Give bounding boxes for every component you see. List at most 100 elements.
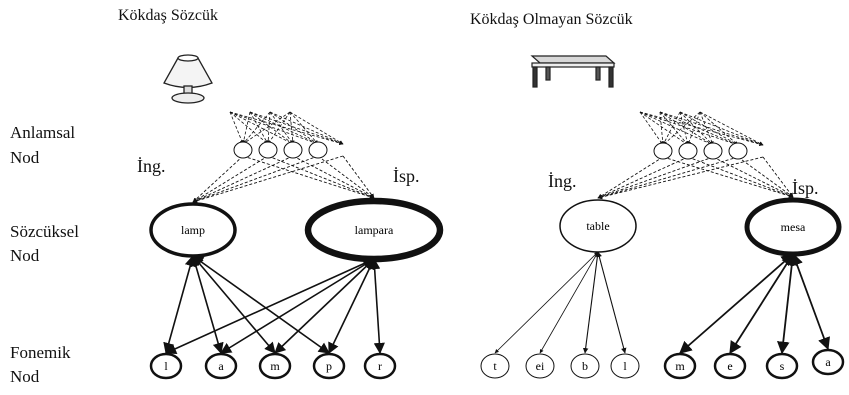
- english-label-noncognate: İng.: [548, 171, 577, 191]
- cognate-title: Kökdaş Sözcük: [118, 7, 218, 24]
- connection-arrow: [229, 111, 319, 145]
- connection-arrow: [267, 155, 375, 199]
- connection-arrow: [269, 111, 344, 145]
- english-label-cognate: İng.: [137, 156, 166, 176]
- connection-arrow: [659, 111, 739, 146]
- connection-arrow: [249, 111, 294, 145]
- phoneme-node-m: m: [258, 352, 292, 380]
- phoneme-node-p: p: [312, 352, 346, 380]
- connection-arrow: [192, 155, 294, 203]
- connection-arrow: [699, 111, 714, 146]
- lexical-node-lamp-label: lamp: [181, 223, 205, 237]
- connection-arrow: [699, 111, 764, 146]
- phoneme-node-t-label: t: [493, 359, 497, 373]
- connection-arrow: [659, 111, 689, 146]
- phoneme-node-t: t: [480, 353, 510, 379]
- connection-arrow: [192, 255, 330, 354]
- connection-arrow: [163, 254, 196, 355]
- connection-arrow: [328, 257, 375, 355]
- phonemic-level-label-1: Fonemik: [10, 343, 71, 362]
- connection-arrow: [679, 111, 690, 146]
- connection-arrow: [679, 111, 714, 146]
- connection-arrow: [679, 111, 764, 146]
- connection-arrow: [289, 111, 344, 145]
- connection-arrow: [289, 111, 295, 145]
- phoneme-node-l-label: l: [164, 359, 168, 373]
- connection-arrow: [659, 111, 764, 146]
- lexical-node-lampara: lampara: [304, 197, 444, 263]
- connection-arrow: [192, 155, 244, 203]
- connection-arrow: [699, 111, 739, 146]
- lexical-node-lamp: lamp: [149, 202, 237, 258]
- connection-arrow: [292, 155, 375, 199]
- lexical-node-mesa: mesa: [744, 197, 842, 257]
- phoneme-node-a-label: a: [218, 359, 224, 373]
- phoneme-node-e-label: e: [727, 359, 732, 373]
- phoneme-node-r: r: [363, 352, 397, 380]
- phoneme-node-a: a: [811, 348, 845, 376]
- phoneme-node-e: e: [713, 352, 747, 380]
- phoneme-node-ei-label: ei: [536, 359, 545, 373]
- semantic-node: [233, 141, 253, 159]
- connection-arrow: [582, 251, 601, 354]
- phoneme-node-ei: ei: [525, 353, 555, 379]
- lexical-level-label-2: Nod: [10, 246, 40, 265]
- connection-arrow: [539, 251, 599, 354]
- connection-arrow: [687, 111, 701, 146]
- connection-arrow: [229, 111, 244, 145]
- connection-arrow: [639, 111, 739, 146]
- connection-arrow: [229, 111, 294, 145]
- connection-arrow: [679, 253, 794, 354]
- connection-arrow: [229, 111, 344, 145]
- phoneme-node-b: b: [570, 353, 600, 379]
- phoneme-node-a-label: a: [825, 355, 831, 369]
- connection-arrow: [229, 111, 269, 145]
- connection-arrow: [597, 156, 714, 199]
- connection-arrow: [274, 258, 375, 354]
- semantic-node: [308, 141, 328, 159]
- connection-arrow: [596, 251, 627, 354]
- phoneme-node-a: a: [204, 352, 238, 380]
- phoneme-node-s: s: [765, 352, 799, 380]
- noncognate-title: Kökdaş Olmayan Sözcük: [470, 11, 633, 28]
- connection-arrow: [639, 111, 664, 146]
- connection-arrow: [679, 111, 739, 146]
- phoneme-node-l-label: l: [623, 359, 627, 373]
- connection-arrow: [659, 111, 714, 146]
- connection-arrow: [737, 156, 794, 198]
- phoneme-node-r-label: r: [378, 359, 382, 373]
- phoneme-node-l: l: [610, 353, 640, 379]
- phoneme-node-p-label: p: [326, 359, 332, 373]
- connection-arrow: [762, 156, 794, 198]
- connection-arrow: [192, 155, 344, 203]
- connection-arrow: [317, 155, 375, 199]
- connection-arrow: [242, 111, 271, 145]
- phoneme-node-s-label: s: [780, 359, 785, 373]
- connection-arrow: [659, 111, 665, 146]
- connection-arrow: [266, 111, 271, 145]
- phoneme-node-m-label: m: [675, 359, 685, 373]
- connection-arrow: [494, 251, 599, 354]
- connection-arrow: [369, 257, 385, 355]
- connection-arrow: [597, 156, 689, 199]
- connection-arrow: [687, 156, 794, 198]
- connection-arrow: [712, 156, 794, 198]
- phoneme-node-l: l: [149, 352, 183, 380]
- phoneme-node-m-label: m: [270, 359, 280, 373]
- spanish-label-cognate: İsp.: [393, 166, 420, 186]
- lexical-level-label-1: Sözcüksel: [10, 222, 79, 241]
- connection-arrow: [249, 111, 344, 145]
- connection-arrow: [269, 111, 294, 145]
- connection-arrow: [242, 155, 375, 199]
- phoneme-node-m: m: [663, 352, 697, 380]
- semantic-level-label-1: Anlamsal: [10, 123, 76, 142]
- connection-arrow: [242, 111, 291, 145]
- lexical-node-table-label: table: [586, 219, 609, 233]
- table-icon: [530, 55, 616, 88]
- lexical-node-mesa-label: mesa: [781, 220, 806, 234]
- connection-arrow: [249, 111, 269, 145]
- connection-arrow: [662, 111, 681, 146]
- connection-arrow: [662, 156, 794, 198]
- lexical-node-table: table: [559, 199, 637, 253]
- connection-arrow: [597, 156, 664, 199]
